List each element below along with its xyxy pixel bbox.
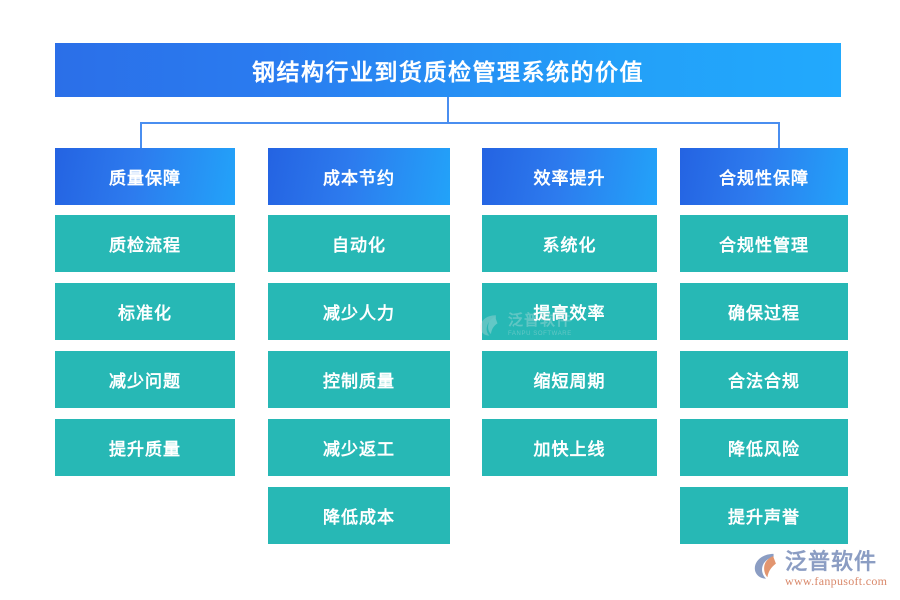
- category-header-label: 合规性保障: [719, 169, 809, 188]
- leaf-node[interactable]: 确保过程: [680, 283, 848, 340]
- leaf-node-label: 降低风险: [728, 440, 800, 459]
- leaf-node-label: 标准化: [118, 304, 172, 323]
- leaf-node[interactable]: 加快上线: [482, 419, 657, 476]
- leaf-node[interactable]: 提升质量: [55, 419, 235, 476]
- leaf-node[interactable]: 合法合规: [680, 351, 848, 408]
- leaf-node[interactable]: 控制质量: [268, 351, 450, 408]
- leaf-node[interactable]: 缩短周期: [482, 351, 657, 408]
- leaf-node-label: 提升声誉: [728, 508, 800, 527]
- leaf-node-label: 提高效率: [533, 304, 606, 323]
- leaf-node-label: 自动化: [332, 236, 386, 255]
- category-header-1[interactable]: 成本节约: [268, 148, 450, 205]
- diagram-column-2: 效率提升 系统化 提高效率 缩短周期 加快上线: [482, 148, 657, 487]
- diagram-column-0: 质量保障 质检流程 标准化 减少问题 提升质量: [55, 148, 235, 487]
- diagram-column-1: 成本节约 自动化 减少人力 控制质量 减少返工 降低成本: [268, 148, 450, 555]
- fanpu-logo: 泛普软件 www.fanpusoft.com: [752, 550, 892, 596]
- leaf-node[interactable]: 减少返工: [268, 419, 450, 476]
- category-header-3[interactable]: 合规性保障: [680, 148, 848, 205]
- leaf-node-label: 缩短周期: [533, 372, 606, 391]
- leaf-node[interactable]: 减少人力: [268, 283, 450, 340]
- leaf-node[interactable]: 降低风险: [680, 419, 848, 476]
- leaf-node[interactable]: 合规性管理: [680, 215, 848, 272]
- leaf-node[interactable]: 自动化: [268, 215, 450, 272]
- leaf-node-label: 减少返工: [323, 440, 395, 459]
- logo-company-name: 泛普软件: [785, 549, 878, 574]
- category-header-2[interactable]: 效率提升: [482, 148, 657, 205]
- category-header-0[interactable]: 质量保障: [55, 148, 235, 205]
- leaf-node-label: 降低成本: [323, 508, 395, 527]
- connector-drop-left: [140, 122, 142, 149]
- logo-website-url: www.fanpusoft.com: [785, 574, 888, 589]
- leaf-node-label: 确保过程: [728, 304, 800, 323]
- logo-text-block: 泛普软件 www.fanpusoft.com: [785, 550, 887, 589]
- leaf-node-label: 合法合规: [728, 372, 800, 391]
- leaf-node[interactable]: 标准化: [55, 283, 235, 340]
- leaf-node-label: 控制质量: [323, 372, 395, 391]
- page-title-banner: 钢结构行业到货质检管理系统的价值: [55, 43, 841, 97]
- leaf-node-label: 提升质量: [109, 440, 181, 459]
- leaf-node[interactable]: 提升声誉: [680, 487, 848, 544]
- leaf-node[interactable]: 减少问题: [55, 351, 235, 408]
- page-title: 钢结构行业到货质检管理系统的价值: [252, 59, 644, 85]
- connector-root-stub: [447, 97, 449, 123]
- category-header-label: 成本节约: [323, 169, 395, 188]
- leaf-node[interactable]: 提高效率: [482, 283, 657, 340]
- leaf-node-label: 质检流程: [109, 236, 181, 255]
- diagram-column-3: 合规性保障 合规性管理 确保过程 合法合规 降低风险 提升声誉: [680, 148, 848, 555]
- leaf-node-label: 加快上线: [533, 440, 606, 459]
- fanpu-logo-icon: [754, 553, 776, 579]
- leaf-node-label: 减少人力: [323, 304, 395, 323]
- category-header-label: 效率提升: [533, 169, 606, 188]
- leaf-node[interactable]: 系统化: [482, 215, 657, 272]
- leaf-node[interactable]: 降低成本: [268, 487, 450, 544]
- leaf-node[interactable]: 质检流程: [55, 215, 235, 272]
- category-header-label: 质量保障: [109, 169, 181, 188]
- leaf-node-label: 系统化: [542, 236, 597, 255]
- leaf-node-label: 减少问题: [109, 372, 181, 391]
- connector-horizontal-bus: [140, 122, 780, 124]
- connector-drop-right: [778, 122, 780, 149]
- leaf-node-label: 合规性管理: [719, 236, 809, 255]
